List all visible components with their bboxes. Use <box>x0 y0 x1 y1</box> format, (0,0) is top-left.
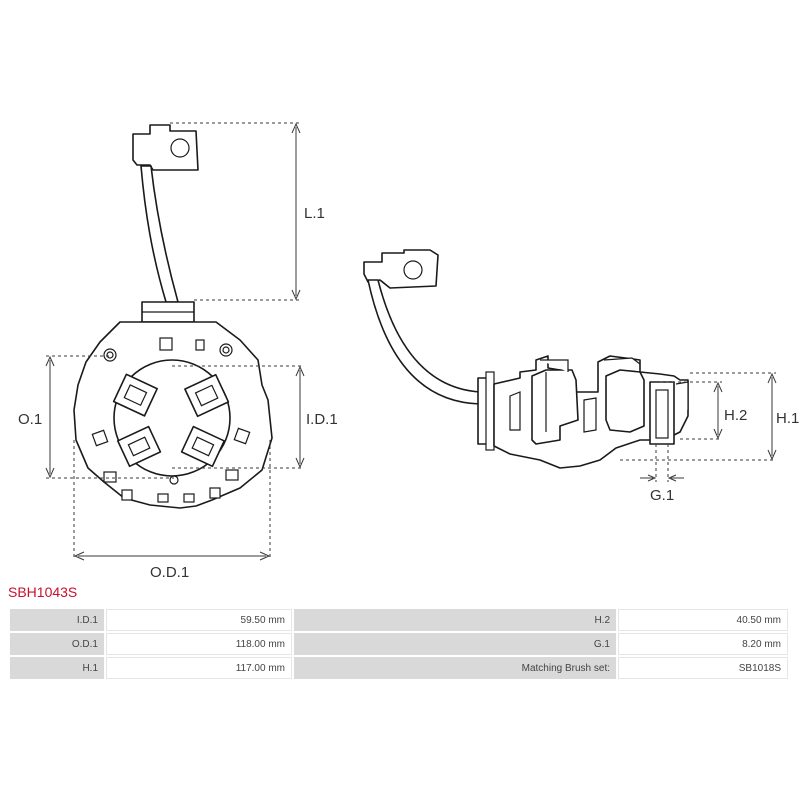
top-view-brush-holder <box>73 124 273 509</box>
brush-box-top-left <box>112 373 158 417</box>
side-view-brush-holder <box>363 249 689 469</box>
brush-box-bottom-left <box>116 425 162 468</box>
dimension-id1: I.D.1 <box>172 365 338 469</box>
spec-label: H.1 <box>10 657 104 679</box>
dimension-o1: O.1 <box>18 355 174 479</box>
label-l1: L.1 <box>304 205 325 222</box>
side-lead-wire <box>367 279 481 405</box>
terminal-hole <box>170 138 190 158</box>
part-number-title: SBH1043S <box>8 584 78 600</box>
label-id1: I.D.1 <box>306 411 338 428</box>
mounting-hole <box>169 475 179 485</box>
spec-label: Matching Brush set: <box>294 657 616 679</box>
table-row: O.D.1 118.00 mm G.1 8.20 mm <box>10 633 788 655</box>
table-row: I.D.1 59.50 mm H.2 40.50 mm <box>10 609 788 631</box>
brush-box-top-right <box>184 373 230 418</box>
side-brush-box-left <box>531 369 579 445</box>
dimension-h1: H.1 <box>620 372 799 461</box>
spec-value: SB1018S <box>618 657 788 679</box>
label-od1: O.D.1 <box>150 564 189 581</box>
side-brush-box-right <box>605 369 645 433</box>
spec-value: 117.00 mm <box>106 657 292 679</box>
spec-label: I.D.1 <box>10 609 104 631</box>
label-h1: H.1 <box>776 410 799 427</box>
label-h2: H.2 <box>724 407 747 424</box>
lead-wire <box>140 165 179 303</box>
table-row: H.1 117.00 mm Matching Brush set: SB1018… <box>10 657 788 679</box>
brush-box-bottom-right <box>180 425 226 468</box>
specs-table: I.D.1 59.50 mm H.2 40.50 mm O.D.1 118.00… <box>8 607 790 681</box>
spec-value: 59.50 mm <box>106 609 292 631</box>
label-o1: O.1 <box>18 411 42 428</box>
terminal-lug <box>132 124 199 171</box>
spec-label: O.D.1 <box>10 633 104 655</box>
technical-drawing: L.1 O.1 I.D.1 O.D.1 <box>18 122 799 581</box>
spec-value: 40.50 mm <box>618 609 788 631</box>
spec-label: H.2 <box>294 609 616 631</box>
spec-label: G.1 <box>294 633 616 655</box>
dimension-h2: H.2 <box>660 381 747 440</box>
dimension-l1: L.1 <box>170 122 325 301</box>
dimension-od1: O.D.1 <box>73 440 271 581</box>
spec-value: 8.20 mm <box>618 633 788 655</box>
label-g1: G.1 <box>650 487 674 504</box>
spec-value: 118.00 mm <box>106 633 292 655</box>
dimension-g1: G.1 <box>640 444 684 504</box>
side-terminal-hole <box>403 260 423 280</box>
